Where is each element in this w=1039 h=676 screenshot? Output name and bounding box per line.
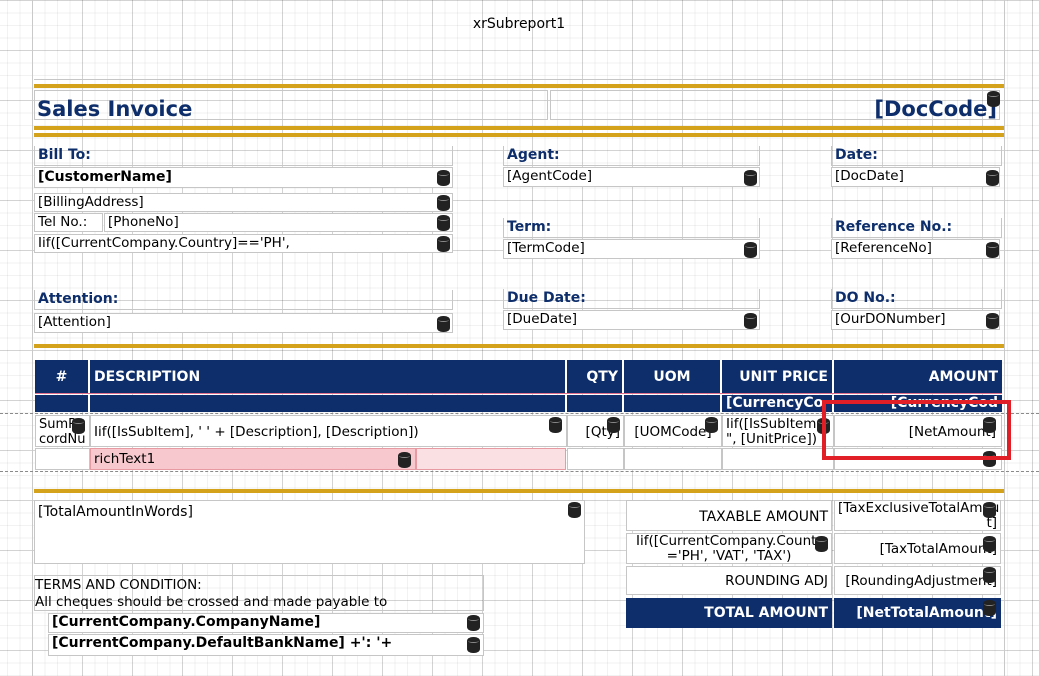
- database-icon: [983, 536, 996, 552]
- page-title[interactable]: Sales Invoice: [34, 90, 548, 121]
- empty-cell[interactable]: [567, 448, 624, 470]
- database-icon: [437, 236, 450, 252]
- currency-unit-price-field[interactable]: [CurrencyCo: [722, 395, 834, 412]
- column-header-unit-price[interactable]: UNIT PRICE: [722, 360, 834, 394]
- column-header-amount[interactable]: AMOUNT: [834, 360, 1002, 394]
- database-icon: [437, 316, 450, 332]
- bill-to-label[interactable]: Bill To:: [34, 146, 453, 166]
- do-no-field[interactable]: [OurDONumber]: [831, 310, 1000, 330]
- term-field[interactable]: [TermCode]: [503, 239, 760, 259]
- do-no-label[interactable]: DO No.:: [831, 289, 1002, 309]
- terms-text: All cheques should be crossed and made p…: [35, 594, 388, 610]
- unit-price-field[interactable]: Iif([IsSubItem ", [UnitPrice]): [722, 415, 834, 447]
- net-amount-field[interactable]: [NetAmount]: [834, 415, 1002, 447]
- reference-label[interactable]: Reference No.:: [831, 218, 1002, 238]
- column-header-description[interactable]: DESCRIPTION: [90, 360, 567, 394]
- database-icon: [72, 418, 85, 434]
- database-icon: [983, 600, 996, 616]
- band-separator[interactable]: [0, 471, 1039, 472]
- database-icon: [437, 170, 450, 186]
- database-icon: [983, 417, 996, 433]
- description-field[interactable]: Iif([IsSubItem], ' ' + [Description], [D…: [90, 415, 567, 447]
- due-date-label[interactable]: Due Date:: [503, 289, 760, 309]
- rich-text-extension[interactable]: [416, 448, 566, 470]
- agent-field[interactable]: [AgentCode]: [503, 167, 760, 187]
- attention-label[interactable]: Attention:: [34, 290, 453, 310]
- doc-code-field[interactable]: [DocCode]: [550, 90, 1000, 121]
- taxable-amount-label[interactable]: TAXABLE AMOUNT: [626, 500, 832, 531]
- empty-cell[interactable]: [624, 448, 722, 470]
- date-label[interactable]: Date:: [831, 146, 1002, 166]
- currency-row-cell: [567, 395, 624, 412]
- database-icon: [549, 417, 562, 433]
- subreport-control[interactable]: xrSubreport1: [34, 0, 1004, 80]
- band-separator[interactable]: [0, 413, 1039, 414]
- gold-line: [34, 126, 1004, 130]
- database-icon: [467, 637, 480, 653]
- bank-name-expression[interactable]: [CurrentCompany.DefaultBankName] +': '+: [48, 634, 484, 656]
- right-margin-line: [1004, 0, 1005, 676]
- column-header-uom[interactable]: UOM: [624, 360, 722, 394]
- company-name-field[interactable]: [CurrentCompany.CompanyName]: [48, 613, 484, 633]
- rounding-adj-label[interactable]: ROUNDING ADJ: [626, 566, 832, 595]
- taxable-amount-field[interactable]: [TaxExclusiveTotalAmou t]: [834, 500, 1001, 531]
- rounding-adj-field[interactable]: [RoundingAdjustment]: [834, 566, 1001, 595]
- agent-label[interactable]: Agent:: [503, 146, 760, 166]
- gold-line: [34, 489, 1004, 493]
- currency-row-cell: [35, 395, 90, 412]
- database-icon: [437, 215, 450, 231]
- due-date-field[interactable]: [DueDate]: [503, 310, 760, 330]
- phone-field[interactable]: [PhoneNo]: [104, 213, 453, 232]
- empty-cell[interactable]: [35, 448, 90, 470]
- gold-line: [34, 133, 1004, 137]
- attention-field[interactable]: [Attention]: [34, 313, 453, 333]
- tel-label[interactable]: Tel No.:: [34, 213, 103, 232]
- subreport-name: xrSubreport1: [472, 16, 566, 32]
- amount-in-words-field[interactable]: [TotalAmountInWords]: [34, 500, 585, 564]
- gold-line: [34, 84, 1004, 88]
- total-amount-label[interactable]: TOTAL AMOUNT: [626, 598, 832, 628]
- column-header-qty[interactable]: QTY: [567, 360, 624, 394]
- column-header-number[interactable]: #: [35, 360, 90, 394]
- database-icon: [986, 170, 999, 186]
- database-icon: [467, 615, 480, 631]
- date-field[interactable]: [DocDate]: [831, 167, 1000, 187]
- database-icon: [398, 452, 411, 468]
- terms-container[interactable]: [34, 575, 484, 611]
- tax-label-expression[interactable]: Iif([CurrentCompany.Countr ='PH', 'VAT',…: [626, 533, 832, 564]
- country-expression-field[interactable]: Iif([CurrentCompany.Country]=='PH',: [34, 234, 453, 253]
- rich-text-field[interactable]: richText1: [90, 448, 416, 470]
- currency-row-cell: [624, 395, 722, 412]
- term-label[interactable]: Term:: [503, 218, 760, 238]
- selection-highlight: [822, 400, 1011, 460]
- database-icon: [986, 242, 999, 258]
- database-icon: [607, 417, 620, 433]
- empty-cell[interactable]: [722, 448, 834, 470]
- left-margin-line: [32, 0, 33, 676]
- database-icon: [437, 195, 450, 211]
- terms-title: TERMS AND CONDITION:: [35, 577, 202, 593]
- currency-row-cell: [90, 395, 567, 412]
- net-total-amount-field[interactable]: [NetTotalAmount]: [834, 598, 1001, 628]
- database-icon: [983, 502, 996, 518]
- customer-name-field[interactable]: [CustomerName]: [34, 167, 453, 188]
- header-divider: [35, 393, 1002, 394]
- database-icon: [744, 313, 757, 329]
- database-icon: [986, 313, 999, 329]
- database-icon: [983, 567, 996, 583]
- billing-address-field[interactable]: [BillingAddress]: [34, 193, 453, 212]
- database-icon: [744, 170, 757, 186]
- tax-total-field[interactable]: [TaxTotalAmount]: [834, 533, 1001, 564]
- database-icon: [815, 536, 828, 552]
- database-icon: [987, 91, 1000, 107]
- database-icon: [705, 417, 718, 433]
- gold-line: [34, 344, 1004, 348]
- database-icon: [744, 242, 757, 258]
- reference-field[interactable]: [ReferenceNo]: [831, 239, 1000, 259]
- database-icon: [568, 502, 581, 518]
